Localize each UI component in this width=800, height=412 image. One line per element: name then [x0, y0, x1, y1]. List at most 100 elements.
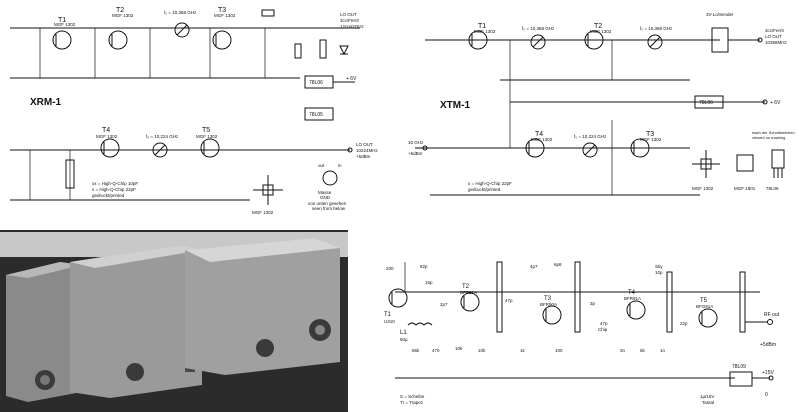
osc-inductor: L1 50µ — [400, 322, 433, 342]
xtm-t2-type: MGF 1302 — [590, 29, 612, 34]
xrm-t2: T2 MGF 1302 — [108, 7, 134, 50]
xrm-t1-type: MGF 1302 — [54, 22, 76, 27]
osc-comp-16: 3n — [620, 348, 626, 353]
enclosure-3 — [185, 238, 340, 375]
xrm-t4-type: MGF 1302 — [96, 134, 118, 139]
xtm-t4: T4 MGF 1302 — [525, 131, 553, 158]
xrm-output-line3: 12cm/2GHz — [340, 24, 365, 29]
osc-t2-type: BFR91A — [460, 290, 477, 295]
xtm-input-2: +5dBm — [408, 151, 423, 156]
xtm-t3-type: MGF 1302 — [640, 137, 662, 142]
xrm-t5-type: MGF 1302 — [196, 134, 218, 139]
stripline-2 — [574, 261, 581, 333]
xtm-output-2: LO OUT — [765, 34, 782, 39]
xtm-t3: T3 MGF 1302 — [630, 131, 662, 158]
xrm-t5: T5 MGF 1302 — [196, 127, 220, 158]
xrm-lo-filter: f₀ = 10,224 GHz — [146, 134, 179, 158]
osc-cap-1: 1µ/16V — [700, 394, 714, 399]
xtm-input-1: 10 GHz — [408, 140, 424, 145]
osc-t2-label: T2 — [462, 284, 470, 290]
stripline-4 — [739, 271, 746, 333]
enclosure-1 — [6, 262, 82, 402]
xrm-regulator: 78L06 + 6V — [304, 75, 357, 89]
osc-t1-type: U310 — [384, 319, 395, 324]
osc-comp-19: 22p — [680, 321, 688, 326]
xrm-fet-symbol: MGF 1302 — [252, 175, 283, 215]
stripline-3 — [666, 271, 673, 333]
xtm-title: XTM-1 — [440, 100, 470, 111]
enclosure-2 — [70, 245, 202, 398]
osc-comp-15: Chip — [598, 327, 608, 332]
xtm-filter-3: f₀ = 10,224 GHz — [574, 134, 607, 158]
osc-legend-1: S = Scheibe — [400, 394, 425, 399]
xrm-78l05-pin-in: in — [338, 163, 342, 168]
xrm-output-line2: 3cc/Ferrit — [340, 18, 360, 23]
osc-inductor-label: L1 — [400, 330, 407, 336]
xtm-t4-label: T4 — [535, 131, 543, 138]
osc-comp-6: 4p7 — [530, 264, 538, 269]
xrm-t4: T4 MGF 1302 — [96, 127, 120, 158]
xtm-output-1: 3cc/Ferrit — [765, 28, 785, 33]
osc-comp-17: 5k — [640, 348, 646, 353]
osc-comp-2: 15p — [425, 280, 433, 285]
oscillator-schematic: T1 U310 T2 BFR91A T3 BFR90A T4 BFR91A T5… — [384, 261, 780, 405]
xtm-t1-type: MGF 1302 — [474, 29, 496, 34]
xtm-output-3: 10368MHz — [765, 40, 788, 45]
xtm-chain: T1 MGF 1302 T2 MGF 1302 T4 MGF 1302 T3 M… — [408, 12, 795, 196]
xrm-lo-regulator: 78L05 — [304, 107, 334, 121]
osc-comp-1: 82p — [420, 264, 428, 269]
xrm-t3: T3 MGF 1302 — [212, 7, 236, 50]
osc-t5-type: BFG91A — [696, 304, 713, 309]
osc-comp-3: 2p7 — [440, 302, 448, 307]
xrm-t3-type: MGF 1302 — [214, 13, 236, 18]
xtm-filter-2-label: f₀ = 10,368 GHz — [640, 26, 673, 31]
xrm-legend-3: gedruckt/printed — [92, 193, 125, 198]
xtm-output: 3V-Lo/Sender 3cc/Ferrit LO OUT 10368MHz — [706, 12, 788, 53]
osc-comp-9: 1k — [520, 348, 526, 353]
osc-t3: T3 BFR90A — [540, 296, 562, 325]
xrm-title: XRM-1 — [30, 97, 62, 108]
xrm-legend: xx = High-Q-Chip 10pF x = High-Q-Chip 22… — [92, 181, 138, 198]
xrm-filter: f₀ = 10,368 GHz — [164, 10, 197, 38]
osc-output: RF out +5dBm — [745, 312, 780, 348]
xrm-78l05-pinout: out in Masse GND von unten gesehen seen … — [308, 163, 347, 211]
osc-t2: T2 BFR91A — [460, 284, 480, 312]
xrm-legend-1: xx = High-Q-Chip 10pF — [92, 181, 138, 186]
xrm-fet-label: MGF 1302 — [252, 210, 274, 215]
xrm-output: LO OUT 3cc/Ferrit 12cm/2GHz — [261, 9, 365, 59]
xrm-view-note-2: seen from below — [312, 206, 346, 211]
xrm-t3-label: T3 — [218, 7, 226, 14]
xrm-legend-2: x = High-Q-Chip 22pF — [92, 187, 136, 192]
osc-inductor-value: 50µ — [400, 337, 408, 342]
osc-t3-label: T3 — [544, 296, 552, 302]
osc-output-2: +5dBm — [760, 342, 776, 348]
osc-t5: T5 BFG91A — [696, 298, 718, 328]
xrm-lo-regulator-label: 78L05 — [309, 112, 323, 118]
osc-comp-11: 470 — [432, 348, 440, 353]
xtm-t1-label: T1 — [478, 23, 486, 30]
xrm-t1: T1 MGF 1302 — [52, 17, 76, 50]
xrm-output-line1: LO OUT — [340, 12, 357, 17]
xtm-filter-3-label: f₀ = 10,224 GHz — [574, 134, 607, 139]
osc-t5-label: T5 — [700, 298, 708, 304]
xrm-lo-output: LO OUT 10224MHz +5dBm — [290, 142, 379, 159]
xtm-filter-2: f₀ = 10,368 GHz — [640, 26, 673, 50]
osc-comp-20: Sky — [655, 264, 663, 269]
xtm-attenuator: 3V-Lo/Sender — [706, 12, 734, 17]
osc-gnd: 0 — [765, 392, 768, 398]
osc-t4-type: BFR91A — [624, 296, 641, 301]
xrm-filter-label: f₀ = 10,368 GHz — [164, 10, 197, 15]
xrm-lo-filter-label: f₀ = 10,224 GHz — [146, 134, 179, 139]
xtm-pinout-note-1: nach der Schnittzeichen — [752, 130, 795, 135]
xtm-legend: x = High-Q-Chip 22pF gedruckt/printed — [468, 181, 512, 192]
xtm-filter-1: f₀ = 10,368 GHz — [522, 26, 555, 50]
osc-comp-12: 10k — [478, 348, 486, 353]
xtm-input: 10 GHz +5dBm — [408, 140, 428, 156]
xtm-regulator-label: 78L06 — [699, 100, 713, 106]
xrm-regulator-label: 78L06 — [309, 80, 323, 86]
osc-t4: T4 BFR91A — [624, 290, 646, 320]
osc-output-1: RF out — [764, 312, 780, 318]
osc-comp-7: 6p8 — [554, 262, 562, 267]
xtm-filter-1-label: f₀ = 10,368 GHz — [522, 26, 555, 31]
